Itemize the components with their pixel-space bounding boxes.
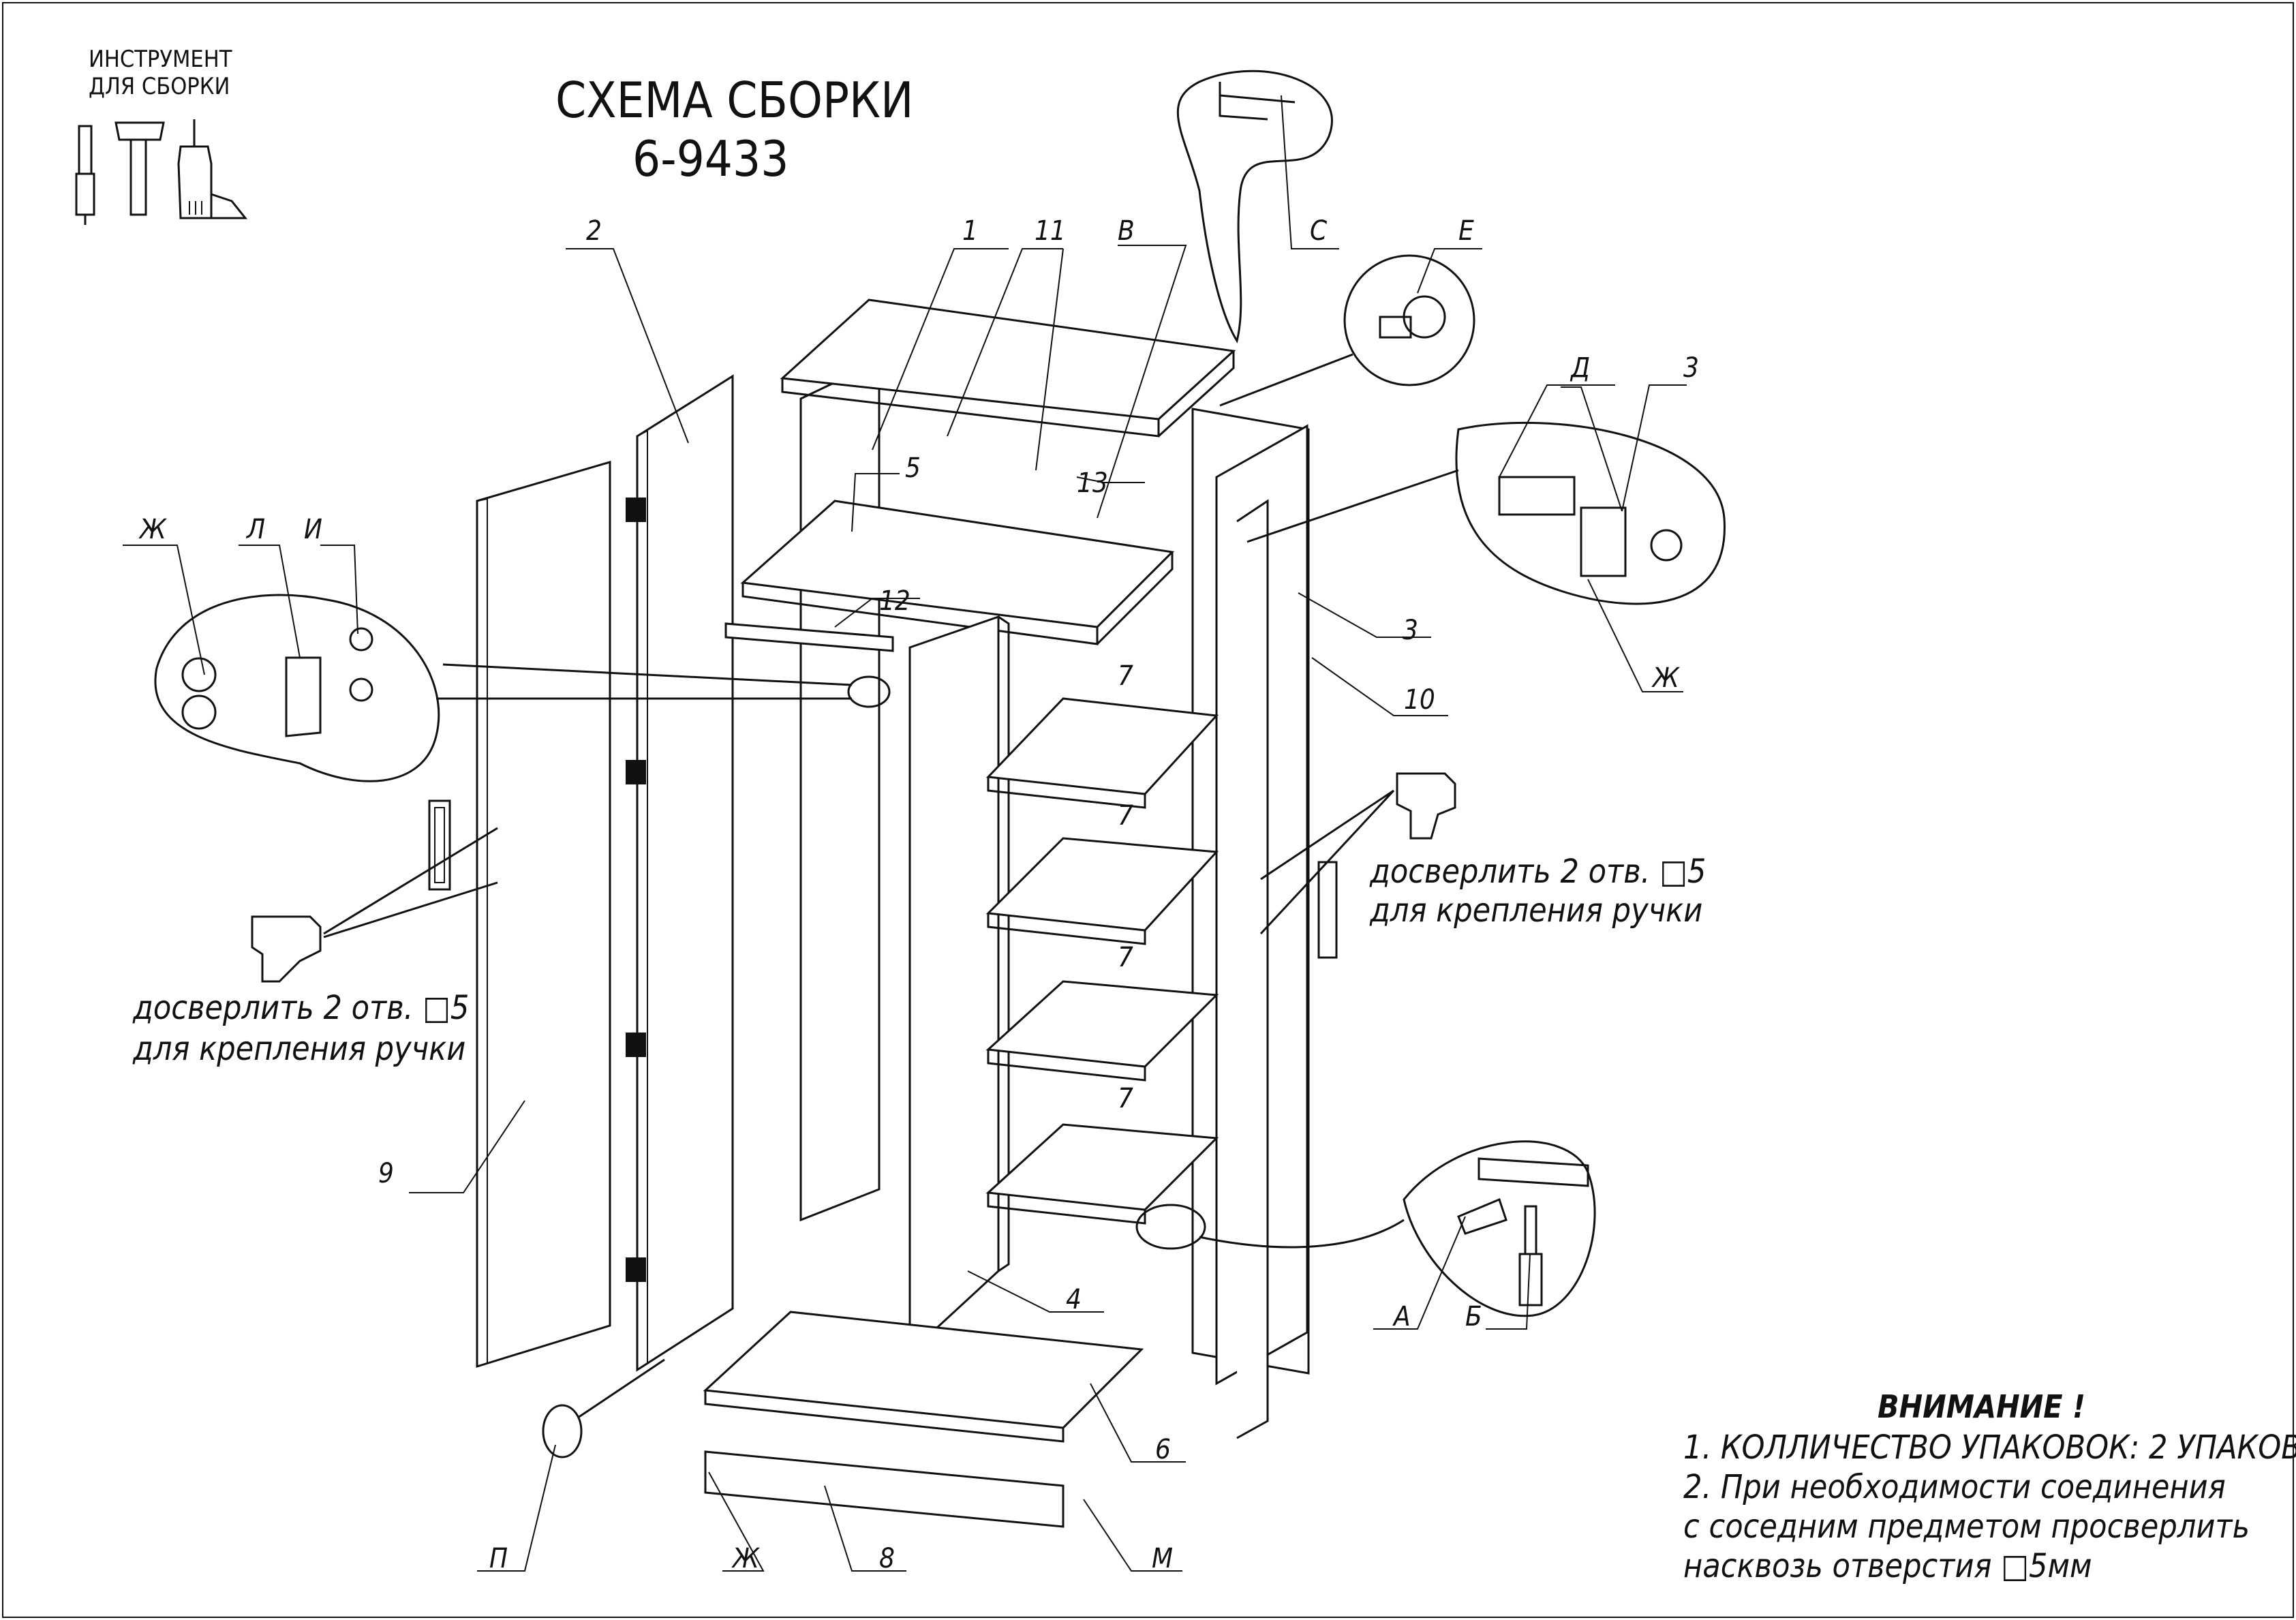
tools-heading-line2: ДЛЯ СБОРКИ — [89, 73, 230, 100]
label-fitting-L: Л — [245, 514, 265, 545]
drill-left — [251, 827, 498, 983]
part-labels: 2 1 11 5 12 13 3 3 10 7 7 7 7 4 6 8 9 — [378, 215, 1699, 1574]
label-part-2: 2 — [586, 215, 602, 247]
label-fitting-Zh3: Ж — [731, 1543, 761, 1574]
attention-block: ВНИМАНИЕ ! 1. КОЛЛИЧЕСТВО УПАКОВОК: 2 УП… — [1683, 1388, 2296, 1585]
label-part-12: 12 — [879, 585, 910, 617]
label-part-4: 4 — [1066, 1284, 1082, 1315]
back-panel — [799, 359, 881, 1222]
middle-divider — [908, 615, 1010, 1356]
shelf-support-detail — [1135, 1140, 1596, 1317]
attention-line1: 1. КОЛЛИЧЕСТВО УПАКОВОК: 2 УПАКОВКИ. — [1683, 1428, 2296, 1467]
cam-lock-detail — [1219, 254, 1475, 407]
door-handle-left — [428, 799, 451, 891]
label-fitting-I: И — [304, 514, 322, 545]
drill-note-right-line2: для крепления ручки — [1369, 891, 1702, 930]
screwdriver-icon — [75, 125, 95, 225]
label-part-9: 9 — [378, 1158, 394, 1189]
label-fitting-D: Д — [1570, 352, 1590, 384]
label-fitting-M: М — [1152, 1543, 1173, 1574]
label-part-1: 1 — [962, 215, 978, 247]
label-fitting-P: П — [489, 1543, 508, 1574]
leg-detail — [542, 1358, 665, 1458]
label-fitting-A: А — [1392, 1301, 1411, 1332]
attention-line3: с соседним предметом просверлить — [1683, 1508, 2250, 1546]
label-part-6: 6 — [1155, 1434, 1171, 1465]
door-handle-right — [1317, 861, 1338, 959]
left-side-panel — [626, 374, 734, 1372]
label-part-3b: 3 — [1683, 352, 1699, 384]
leader-lines — [123, 95, 1687, 1572]
model-number: 6-9433 — [632, 130, 789, 187]
hinge-detail — [1246, 421, 1726, 605]
label-fitting-E: Е — [1458, 215, 1474, 247]
label-part-7c: 7 — [1118, 942, 1133, 973]
drill-note-left-line2: для крепления ручки — [132, 1030, 465, 1068]
label-fitting-Zh2: Ж — [138, 514, 168, 545]
label-part-13: 13 — [1077, 468, 1108, 499]
drill-note-left: досверлить 2 отв. □5 для крепления ручки — [132, 989, 469, 1068]
hex-key-detail — [1176, 70, 1333, 343]
attention-line4: насквозь отверстия □5мм — [1683, 1547, 2092, 1585]
rail-holder-detail — [154, 594, 891, 782]
label-fitting-V: В — [1118, 215, 1135, 247]
attention-heading: ВНИМАНИЕ ! — [1878, 1388, 2085, 1425]
label-part-8: 8 — [879, 1543, 895, 1574]
bottom-panel — [703, 1311, 1144, 1443]
fitting-labels: В С Е Д Ж Ж Л И А Б П Ж М — [138, 215, 1681, 1574]
shelf-7b — [985, 837, 1219, 945]
shelf-7d — [985, 1123, 1219, 1225]
label-fitting-Zh1: Ж — [1651, 662, 1681, 694]
tools-block: ИНСТРУМЕНТ ДЛЯ СБОРКИ — [75, 46, 248, 225]
label-part-3: 3 — [1403, 615, 1418, 646]
diagram-title: СХЕМА СБОРКИ — [555, 72, 913, 129]
label-fitting-S: С — [1310, 215, 1328, 247]
label-part-7b: 7 — [1118, 800, 1133, 831]
shelf-5 — [740, 500, 1175, 645]
drill-right — [1259, 772, 1456, 935]
hammer-icon — [114, 121, 165, 216]
right-door-panel — [1215, 424, 1338, 1439]
label-part-11: 11 — [1035, 215, 1066, 247]
plinth-panel — [704, 1450, 1065, 1528]
label-fitting-B: Б — [1465, 1301, 1482, 1332]
top-panel — [780, 299, 1236, 438]
left-door-panel — [428, 460, 611, 1369]
tools-heading-line1: ИНСТРУМЕНТ — [89, 46, 232, 73]
hanging-rail — [724, 622, 894, 652]
attention-line2: 2. При необходимости соединения — [1683, 1468, 2226, 1506]
shelf-7a — [985, 697, 1219, 809]
label-part-5: 5 — [905, 453, 921, 484]
drill-icon — [177, 119, 248, 219]
drill-note-left-line1: досверлить 2 отв. □5 — [132, 989, 469, 1027]
label-part-10: 10 — [1404, 684, 1435, 716]
shelf-7c — [985, 980, 1219, 1082]
drill-note-right: досверлить 2 отв. □5 для крепления ручки — [1369, 853, 1706, 930]
label-part-7a: 7 — [1118, 660, 1133, 692]
drill-note-right-line1: досверлить 2 отв. □5 — [1369, 853, 1706, 891]
label-part-7d: 7 — [1118, 1083, 1133, 1114]
